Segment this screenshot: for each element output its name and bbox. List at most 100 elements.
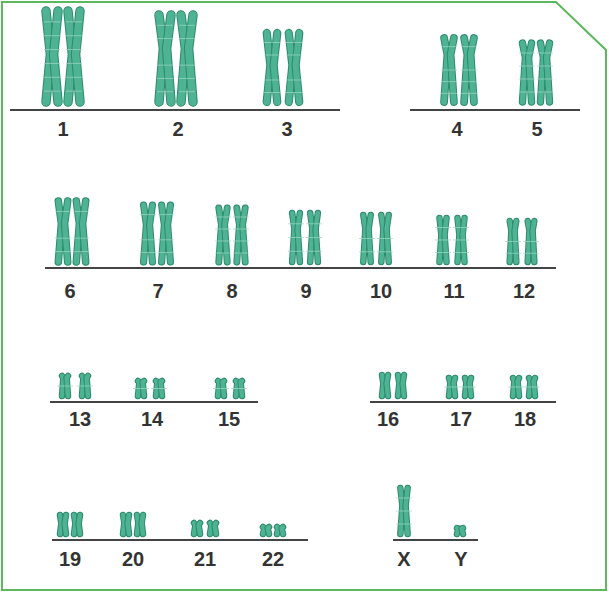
chromosome-pair	[435, 218, 469, 262]
chromatid	[83, 201, 86, 262]
chromosome-band	[55, 251, 71, 252]
chromatid-outline	[74, 515, 75, 534]
chromosome-pair	[288, 213, 322, 262]
chromosome-number: 2	[172, 118, 183, 140]
chromosome-pair	[123, 515, 143, 534]
chromatid	[547, 43, 550, 102]
chromosome-number: 21	[194, 548, 216, 570]
chromosome-number: 4	[451, 118, 462, 140]
chromatid-outline	[529, 43, 532, 102]
chromosome-band	[523, 241, 539, 242]
chromatid-outline	[277, 527, 278, 534]
chromosome-band	[264, 80, 280, 81]
chromatid	[123, 515, 124, 534]
chromosome-band	[66, 35, 82, 36]
chromosome-band	[231, 388, 247, 389]
chromatid-outline	[123, 515, 124, 534]
chromosome-band	[151, 388, 167, 389]
chromatid-outline	[142, 515, 143, 534]
chromosome-band	[215, 229, 231, 230]
chromatid	[215, 523, 216, 534]
chromosome-band	[359, 251, 375, 252]
chromatid	[457, 528, 458, 534]
chromosome-band	[537, 79, 553, 80]
chromosome-band	[288, 251, 304, 252]
chromatid-outline	[210, 523, 211, 534]
chromatid-outline	[65, 201, 68, 262]
chromosome-number: 16	[377, 408, 399, 430]
chromosome-pair	[133, 381, 167, 396]
chromatid	[58, 201, 61, 262]
chromosome-band	[396, 511, 412, 512]
chromosome-band	[524, 387, 540, 388]
chromosome-band	[306, 251, 322, 252]
chromatid	[219, 208, 222, 262]
chromosome-band	[73, 211, 89, 212]
chromosome-number: 13	[69, 408, 91, 430]
chromosome-band	[179, 91, 195, 92]
chromatid	[296, 33, 300, 102]
chromatid-outline	[274, 33, 278, 102]
chromatid	[137, 515, 138, 534]
chromatid	[277, 527, 278, 534]
chromosome-band	[453, 252, 469, 253]
chromosome-band	[505, 241, 521, 242]
chromatid-outline	[137, 515, 138, 534]
chromatid-outline	[128, 515, 129, 534]
chromosome-band	[213, 388, 229, 389]
chromatid-outline	[540, 43, 543, 102]
chromosome-band	[444, 387, 460, 388]
chromatid	[194, 523, 195, 534]
chromosome-band	[453, 227, 469, 228]
group-baseline	[50, 401, 258, 403]
chromosome-pair	[505, 221, 539, 262]
chromosome-band	[66, 21, 82, 22]
chromosome-band	[233, 229, 249, 230]
chromosome-band	[66, 77, 82, 78]
chromatid	[243, 208, 246, 262]
chromosome-band	[57, 386, 73, 387]
chromosome-band	[133, 388, 149, 389]
chromosome-number: 17	[450, 408, 472, 430]
group-baseline	[370, 401, 556, 403]
chromatid	[540, 43, 543, 102]
chromosome-band	[157, 91, 173, 92]
chromatid-outline	[189, 15, 193, 102]
chromosome-band	[157, 65, 173, 66]
chromatid	[274, 33, 278, 102]
chromatid-outline	[282, 527, 283, 534]
chromatid	[144, 205, 147, 262]
chromosome-band	[215, 241, 231, 242]
chromatid-outline	[219, 208, 222, 262]
chromosome-pair	[215, 208, 249, 262]
chromosome-band	[44, 77, 60, 78]
chromatid-outline	[54, 11, 58, 102]
chromosome-band	[215, 217, 231, 218]
chromosome-band	[44, 35, 60, 36]
chromosome-pair	[264, 33, 302, 102]
chromosome-pair	[44, 11, 82, 102]
chromosome-band	[140, 252, 156, 253]
chromatid	[142, 515, 143, 534]
chromosome-band	[158, 214, 174, 215]
chromosome-number: 19	[59, 548, 81, 570]
chromosome-number: 8	[226, 280, 237, 302]
chromosome-number: 9	[300, 280, 311, 302]
chromosome-number: Y	[454, 548, 467, 570]
chromosome-band	[140, 214, 156, 215]
chromosome-band	[537, 53, 553, 54]
chromosome-pair	[396, 488, 412, 534]
chromatid-outline	[398, 375, 399, 396]
group-baseline	[45, 267, 556, 269]
chromatid	[74, 515, 75, 534]
chromosome-band	[286, 80, 302, 81]
chromosome-band	[508, 387, 524, 388]
group-baseline	[52, 539, 308, 541]
chromosome-pair	[359, 215, 393, 262]
chromosome-band	[215, 253, 231, 254]
chromatid-outline	[263, 527, 264, 534]
chromosome-band	[519, 79, 535, 80]
chromosome-band	[396, 498, 412, 499]
